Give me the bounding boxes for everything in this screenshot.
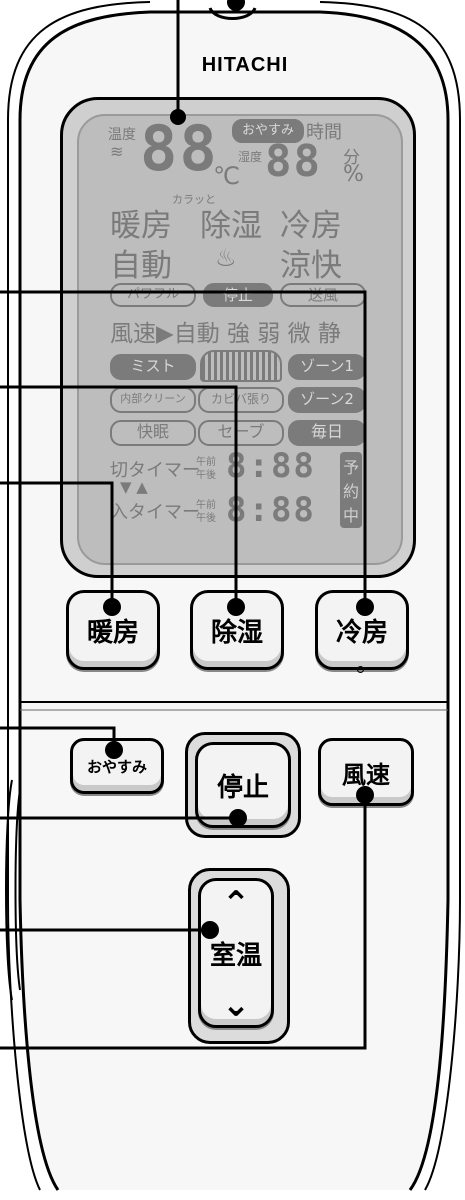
lcd-off-timer: 切タイマー bbox=[110, 460, 200, 481]
lcd-reserve-badge bbox=[340, 452, 362, 528]
lcd-on-timer: 入タイマー bbox=[110, 502, 200, 523]
callout-dot-room-temp bbox=[201, 921, 219, 939]
lcd-pm-2: 午後 bbox=[196, 513, 216, 524]
callout-dot-cool bbox=[356, 598, 374, 616]
lcd-display bbox=[60, 97, 416, 578]
lcd-mode-heat: 暖房 bbox=[110, 208, 172, 244]
lcd-karatto: カラッと bbox=[172, 193, 216, 206]
lcd-pm-1: 午後 bbox=[196, 470, 216, 481]
lcd-zone2: ゾーン2 bbox=[288, 387, 366, 413]
lcd-reserve-1: 予 bbox=[343, 458, 360, 477]
callout-dot-heat bbox=[103, 598, 121, 616]
side-slot bbox=[5, 779, 13, 1001]
lcd-minute-label: 分 bbox=[343, 148, 360, 168]
lcd-time-label: 時間 bbox=[306, 122, 342, 143]
lcd-daily: 毎日 bbox=[288, 420, 366, 446]
callout-dot-oyasumi bbox=[105, 741, 123, 759]
lcd-reserve-3: 中 bbox=[343, 506, 360, 525]
lcd-fan-speed-row: 風速▶自動 強 弱 微 静 bbox=[110, 321, 341, 347]
callout-dot-display bbox=[170, 109, 186, 125]
lcd-humidity-label: 湿度 bbox=[238, 150, 263, 164]
callout-line-cool bbox=[0, 290, 367, 607]
lcd-reserve-2: 約 bbox=[343, 482, 360, 501]
lcd-sleep: 快眠 bbox=[110, 420, 196, 446]
timer-arrows-icon: ▼ ▲ bbox=[120, 478, 148, 496]
lcd-am-1: 午前 bbox=[196, 457, 216, 468]
callout-line-fan-speed bbox=[0, 795, 367, 1050]
lcd-save: セーブ bbox=[198, 420, 284, 446]
callout-line-dehumid bbox=[0, 385, 238, 607]
lcd-mode-auto: 自動 bbox=[110, 248, 172, 284]
lcd-humidity-digits: 88 bbox=[265, 136, 322, 187]
callout-dot-emitter bbox=[227, 0, 245, 11]
lcd-temp-digits: 88 bbox=[140, 112, 219, 185]
lcd-fan-icon: ♨ bbox=[215, 244, 237, 272]
lcd-temp-label: 温度 bbox=[108, 127, 136, 143]
callout-line-oyasumi bbox=[0, 726, 116, 750]
lcd-mist: ミスト bbox=[110, 354, 196, 380]
lcd-am-2: 午前 bbox=[196, 500, 216, 511]
lcd-mold-guard: カビバ張り bbox=[198, 387, 284, 413]
lcd-mode-comfort: 涼快 bbox=[280, 248, 342, 284]
lcd-mode-dehumid: 除湿 bbox=[200, 208, 262, 244]
callout-dot-dehumid bbox=[227, 598, 245, 616]
callout-dot-stop bbox=[229, 809, 247, 827]
callout-line-heat bbox=[0, 481, 114, 607]
lcd-oyasumi-badge: おやすみ bbox=[232, 119, 304, 143]
lcd-on-time-digits: 8:88 bbox=[226, 490, 316, 530]
lcd-off-time-digits: 8:88 bbox=[226, 446, 316, 486]
cool-indicator-dot bbox=[357, 666, 364, 673]
lcd-mode-cool: 冷房 bbox=[280, 208, 342, 244]
brand-logo: HITACHI bbox=[201, 54, 289, 76]
lcd-temp-unit: ℃ bbox=[213, 162, 240, 190]
lcd-percent-label: % bbox=[343, 162, 364, 187]
ir-emitter bbox=[208, 7, 257, 20]
callout-dot-fan-speed bbox=[356, 786, 374, 804]
signal-icon: ≋ bbox=[110, 142, 124, 161]
lcd-louver-icon bbox=[200, 350, 282, 382]
